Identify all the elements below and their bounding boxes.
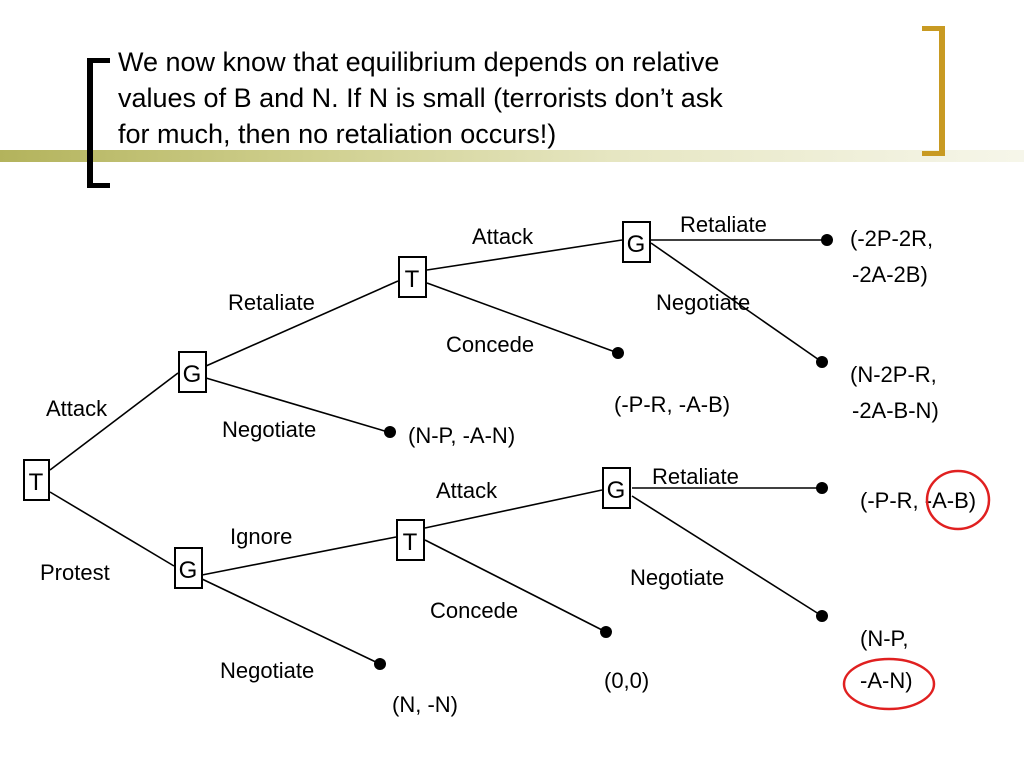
node-label: G: [183, 361, 202, 388]
title-line: for much, then no retaliation occurs!): [118, 119, 557, 149]
tree-edges: [49, 239, 826, 665]
edge-label-negotiate: Negotiate: [222, 417, 316, 442]
title-line: We now know that equilibrium depends on …: [118, 47, 720, 77]
payoff-label: -2A-B-N): [852, 398, 939, 423]
node-label: G: [179, 557, 198, 584]
terminal-dot: [384, 426, 396, 438]
edge-label-retaliate: Retaliate: [228, 290, 315, 315]
edge-label-concede: Concede: [430, 598, 518, 623]
title-line: values of B and N. If N is small (terror…: [118, 83, 723, 113]
tree-node-g-upper: G: [622, 221, 651, 263]
edge-labels: Attack Protest Retaliate Negotiate Ignor…: [40, 212, 767, 683]
edge-ignore: [201, 536, 397, 576]
tree-node-root: T: [23, 459, 50, 501]
accent-bar: [0, 150, 1024, 162]
node-label: G: [627, 231, 646, 258]
edge-negotiate-2: [201, 578, 381, 665]
edge-concede-lower: [424, 539, 607, 633]
slide-title: We now know that equilibrium depends on …: [118, 44, 908, 152]
terminal-dot: [816, 482, 828, 494]
tree-node-t-lower: T: [396, 519, 425, 561]
payoff-label: (0,0): [604, 668, 649, 693]
edge-label-retaliate: Retaliate: [680, 212, 767, 237]
terminal-dot: [612, 347, 624, 359]
edge-attack-lower: [424, 489, 603, 529]
edge-negotiate-upper: [650, 242, 823, 363]
edge-retaliate-1: [205, 280, 399, 367]
edge-label-retaliate: Retaliate: [652, 464, 739, 489]
node-label: G: [607, 477, 626, 504]
payoff-label: -A-N): [860, 668, 913, 693]
left-bracket-icon: [87, 58, 110, 188]
edge-label-protest: Protest: [40, 560, 110, 585]
edge-negotiate-1: [205, 377, 389, 433]
terminal-dot: [816, 356, 828, 368]
edge-label-negotiate: Negotiate: [656, 290, 750, 315]
edge-protest: [49, 491, 175, 567]
terminal-dot: [816, 610, 828, 622]
edge-label-ignore: Ignore: [230, 524, 292, 549]
edge-label-attack: Attack: [46, 396, 108, 421]
edge-label-attack: Attack: [472, 224, 534, 249]
edge-label-concede: Concede: [446, 332, 534, 357]
payoff-label: (-2P-2R,: [850, 226, 933, 251]
edge-attack: [49, 372, 179, 471]
edge-concede-upper: [426, 282, 619, 354]
payoff-label: (-P-R, -A-B): [860, 488, 976, 513]
payoff-label: -2A-2B): [852, 262, 928, 287]
tree-node-g-lower: G: [602, 467, 631, 509]
terminal-dot: [374, 658, 386, 670]
payoff-labels: (-2P-2R, -2A-2B) (N-2P-R, -2A-B-N) (-P-R…: [392, 226, 976, 717]
node-label: T: [29, 469, 44, 496]
terminal-dot: [821, 234, 833, 246]
payoff-label: (N-2P-R,: [850, 362, 937, 387]
edge-attack-upper: [426, 239, 623, 271]
node-label: T: [403, 529, 418, 556]
edge-label-negotiate: Negotiate: [630, 565, 724, 590]
tree-node-t-upper: T: [398, 256, 427, 298]
payoff-label: (N, -N): [392, 692, 458, 717]
payoff-label: (N-P,: [860, 626, 909, 651]
edge-negotiate-lower: [631, 495, 823, 617]
edge-label-negotiate: Negotiate: [220, 658, 314, 683]
edge-label-attack: Attack: [436, 478, 498, 503]
terminal-dot: [600, 626, 612, 638]
highlight-circle: [925, 469, 991, 531]
terminal-dots: [374, 234, 833, 670]
node-label: T: [405, 266, 420, 293]
payoff-label: (N-P, -A-N): [408, 423, 515, 448]
highlight-circle: [842, 657, 936, 711]
right-bracket-icon: [922, 26, 945, 156]
payoff-label: (-P-R, -A-B): [614, 392, 730, 417]
tree-node-g-attack: G: [178, 351, 207, 393]
tree-node-g-protest: G: [174, 547, 203, 589]
